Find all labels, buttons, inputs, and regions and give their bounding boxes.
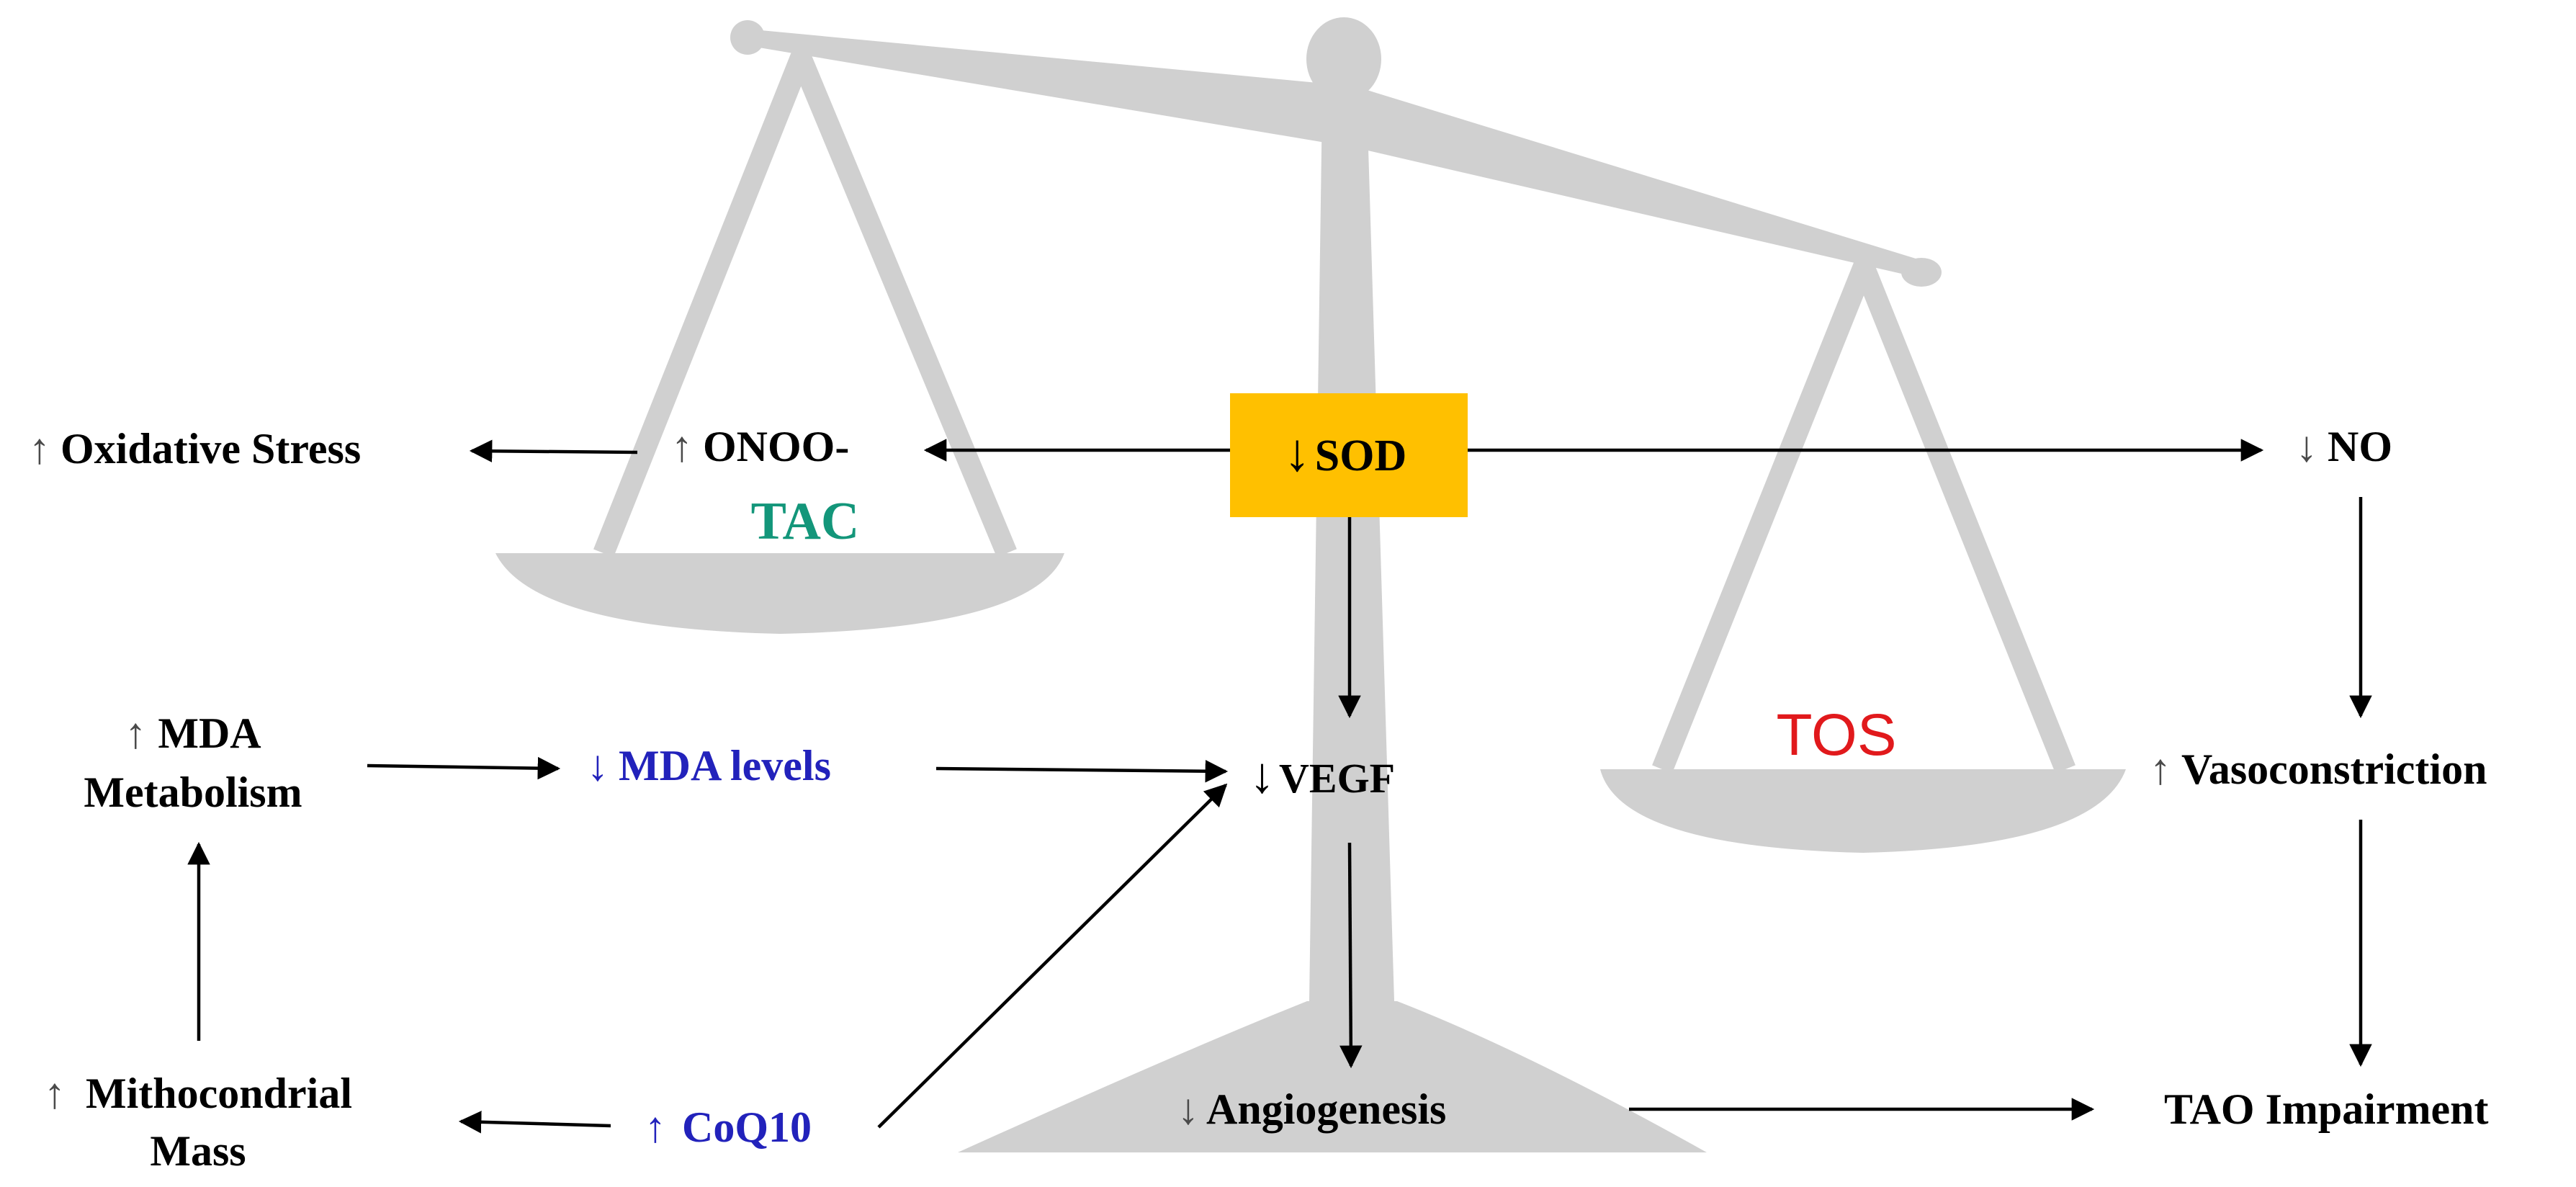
vegf-text: VEGF [1279,755,1395,802]
onoo-up-arrow: ↑ [671,423,693,470]
arrow-mda-metabolism-to-mda-levels [367,756,561,780]
sod-label: ↓SOD [1284,424,1406,483]
vegf-label: ↓VEGF [1249,748,1395,804]
mda-levels-down-arrow: ↓ [587,742,609,789]
vasoconstriction-label: ↑Vasoconstriction [2150,745,2487,793]
coq10-text: CoQ10 [682,1103,812,1151]
mitochondrial-mass-up-arrow: ↑ [44,1070,66,1117]
onoo-label: ↑ONOO- [671,423,849,470]
balance-scale-icon [495,17,2126,1152]
oxidative-stress-label: ↑Oxidative Stress [29,425,361,472]
arrow-vegf-to-angiogenesis [1339,842,1363,1069]
right-pan-strings [1652,256,2075,774]
vasoconstriction-up-arrow: ↑ [2150,745,2171,793]
coq10-up-arrow: ↑ [645,1103,666,1151]
mda-metabolism-line2: Metabolism [84,769,302,816]
scale-pillar [1309,101,1394,1001]
no-down-arrow: ↓ [2296,423,2317,470]
arrow-onoo-to-oxidative-stress [469,439,638,462]
scale-top-knob [1306,17,1381,101]
onoo-text: ONOO- [703,423,849,470]
sod-box [1230,393,1468,517]
scale-beam [742,29,1923,277]
mitochondrial-mass-label: ↑ Mithocondrial [44,1070,352,1117]
right-pan [1600,769,2126,853]
no-text: NO [2328,423,2392,470]
mda-metabolism-label: ↑MDA [125,709,261,757]
oxidative-stress-text: Oxidative Stress [60,425,361,472]
arrow-coq10-to-vegf [877,783,1228,1129]
sod-down-arrow: ↓ [1284,424,1311,483]
arrow-mda-levels-to-vegf [935,759,1229,783]
sod-text: SOD [1315,431,1406,480]
mda-levels-label: ↓MDA levels [587,742,831,789]
mda-metabolism-up-arrow: ↑ [125,709,146,757]
mitochondrial-mass-line1: Mithocondrial [86,1070,352,1117]
oxidative-stress-up-arrow: ↑ [29,425,50,472]
scale-beam-left-end [730,20,765,55]
angiogenesis-label: ↓Angiogenesis [1177,1085,1446,1133]
tao-impairment-label: TAO Impairment [2164,1085,2489,1133]
angiogenesis-text: Angiogenesis [1206,1085,1446,1133]
left-pan-strings [593,47,1017,557]
vasoconstriction-text: Vasoconstriction [2181,745,2487,793]
no-label: ↓NO [2296,423,2392,470]
left-pan [495,553,1064,634]
mda-metabolism-line1: MDA [158,709,261,757]
mda-levels-text: MDA levels [619,742,831,789]
angiogenesis-down-arrow: ↓ [1177,1085,1199,1133]
arrows [187,439,2372,1134]
tac-label: TAC [751,492,860,551]
mitochondrial-mass-line2: Mass [150,1127,246,1175]
coq10-label: ↑ CoQ10 [645,1103,812,1151]
scale-base [958,1001,1707,1152]
arrow-coq10-to-mito-mass [458,1111,611,1134]
vegf-down-arrow: ↓ [1249,748,1275,804]
tos-label: TOS [1776,702,1896,768]
scale-beam-right-end [1901,258,1942,287]
